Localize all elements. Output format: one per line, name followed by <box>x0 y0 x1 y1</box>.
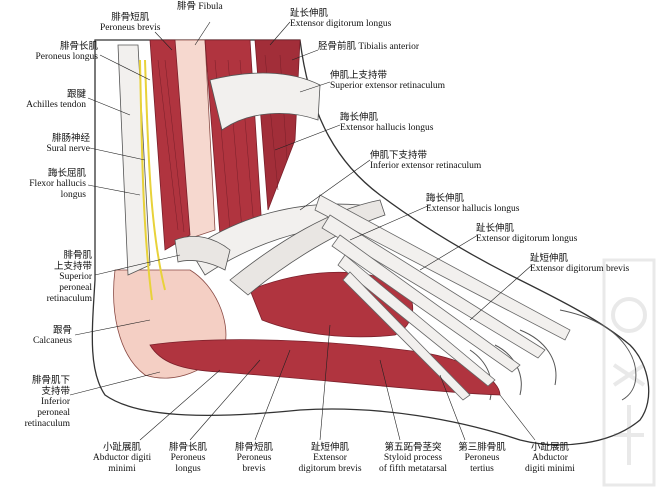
label-calcaneus: 跟骨 Calcaneus <box>32 325 72 346</box>
label-extensor-digitorum-brevis-bottom: 趾短伸肌 Extensor digitorum brevis <box>298 442 362 474</box>
label-abductor-digiti-minimi-2: 小趾展肌 Abductor digiti minimi <box>525 442 575 474</box>
label-peroneus-longus-bottom: 腓骨长肌 Peroneus longus <box>168 442 207 474</box>
label-superior-extensor-retinaculum: 伸肌上支持带 Superior extensor retinaculum <box>330 70 446 91</box>
label-extensor-hallucis-longus-1: 踇长伸肌 Extensor hallucis longus <box>340 112 434 133</box>
label-extensor-digitorum-brevis: 趾短伸肌 Extensor digitorum brevis <box>530 253 630 274</box>
label-superior-peroneal-retinaculum: 腓骨肌 上支持带 Superior peroneal retinaculum <box>46 250 92 304</box>
label-abductor-digiti-minimi-1: 小趾展肌 Abductor digiti minimi <box>92 442 152 474</box>
label-peroneus-longus-top: 腓骨长肌 Peroneus longus <box>35 41 98 62</box>
label-fibula: 腓骨 Fibula <box>177 2 223 12</box>
label-peroneus-brevis-bottom: 腓骨短肌 Peroneus brevis <box>234 442 273 474</box>
toes-outline <box>469 309 637 401</box>
achilles-tendon <box>117 44 151 276</box>
leader-lines <box>69 21 536 441</box>
label-extensor-digitorum-longus-2: 趾长伸肌 Extensor digitorum longus <box>476 223 578 244</box>
label-extensor-digitorum-longus-top: 趾长伸肌 Extensor digitorum longus <box>290 8 392 29</box>
watermark-seal <box>602 258 656 487</box>
label-extensor-hallucis-longus-2: 踇长伸肌 Extensor hallucis longus <box>426 193 520 214</box>
sole-muscle <box>149 339 501 396</box>
label-peroneus-tertius: 第三腓骨肌 Peroneus tertius <box>458 442 506 474</box>
label-flexor-hallucis-longus: 踇长屈肌 Flexor hallucis longus <box>29 168 86 200</box>
toe-tendons <box>314 194 571 401</box>
peroneal-retinaculum-band <box>174 236 231 271</box>
superior-extensor-retinaculum-band <box>209 72 321 131</box>
label-inferior-extensor-retinaculum: 伸肌下支持带 Inferior extensor retinaculum <box>370 150 482 171</box>
label-tibialis-anterior: 胫骨前肌 Tibialis anterior <box>318 42 419 52</box>
label-sural-nerve: 腓肠神经 Sural nerve <box>46 133 90 154</box>
sural-nerve <box>139 59 166 301</box>
label-styloid-process: 第五跖骨茎突 Styloid process of fifth metatars… <box>378 442 448 474</box>
label-inferior-peroneal-retinaculum: 腓骨肌下 支持带 Inferior peroneal retinaculum <box>24 375 70 429</box>
label-achilles-tendon: 跟腱 Achilles tendon <box>26 89 86 110</box>
label-peroneus-brevis-top: 腓骨短肌 Peroneus brevis <box>100 12 161 33</box>
